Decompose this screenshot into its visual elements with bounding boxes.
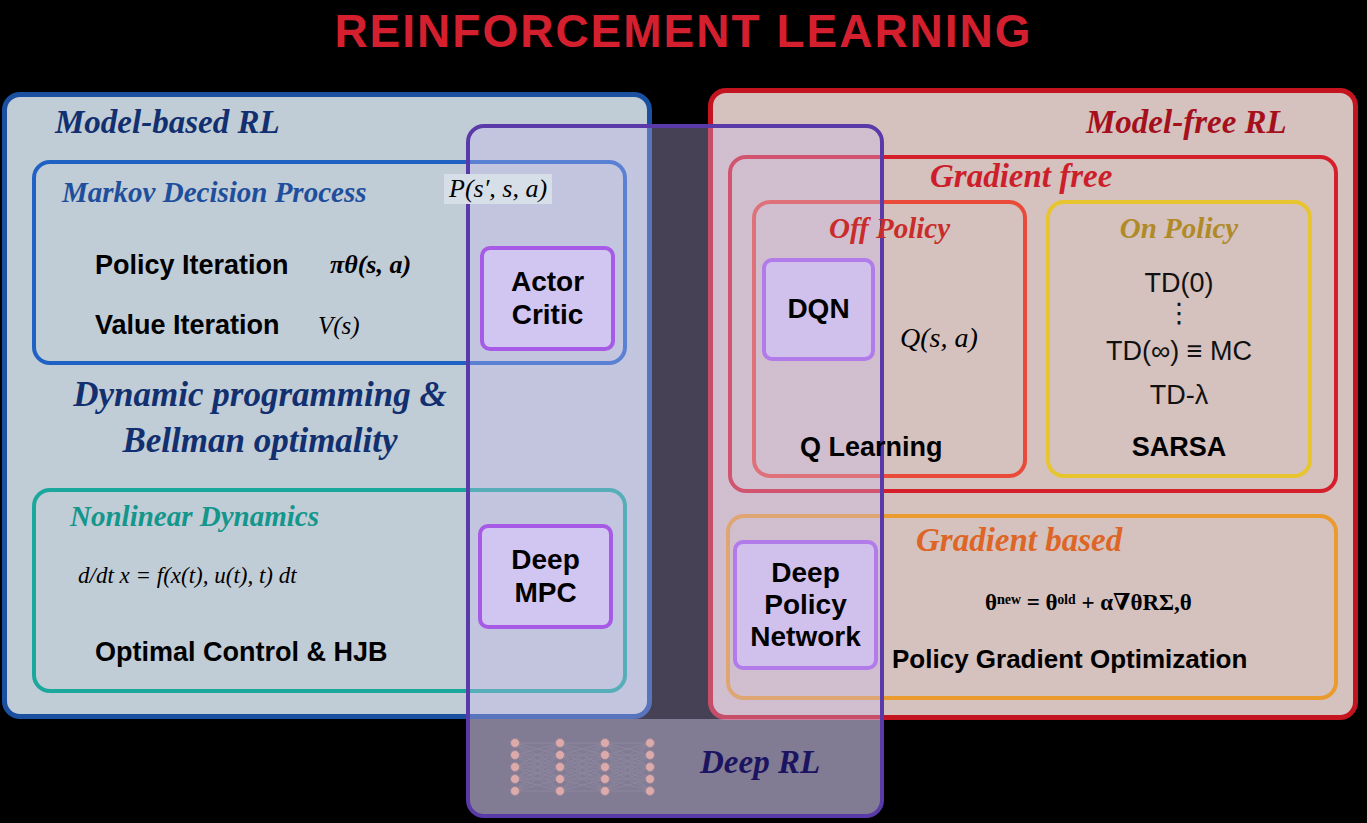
method-box: Actor Critic	[480, 246, 615, 351]
math-label: Q(s, a)	[900, 322, 978, 354]
math-label: V(s)	[318, 312, 360, 341]
math-label: P(s′, s, a)	[444, 174, 552, 204]
method-label: TD-λ	[1050, 380, 1308, 411]
method-label: Optimal Control & HJB	[95, 637, 388, 668]
region-subtitle: Dynamic programming & Bellman optimality	[55, 372, 465, 463]
region-title: Deep RL	[700, 744, 820, 782]
group-title: Gradient based	[916, 522, 1122, 560]
math-label: πθ(s, a)	[330, 250, 411, 280]
equation: θⁿᵉʷ = θᵒˡᵈ + α∇θRΣ,θ	[985, 590, 1192, 616]
method-label: TD(0)	[1050, 268, 1308, 299]
group-title: Gradient free	[930, 158, 1112, 196]
group-title: On Policy	[1050, 212, 1308, 245]
method-label: Policy Iteration	[95, 250, 289, 281]
equation: d/dt x = f(x(t), u(t), t) dt	[78, 563, 297, 589]
group-title: Nonlinear Dynamics	[70, 500, 319, 533]
group-box: On PolicyTD(0)⋮ TD(∞) ≡ MC TD-λSARSA	[1046, 200, 1312, 478]
diagram-title: REINFORCEMENT LEARNING	[0, 0, 1367, 57]
region-title: Model-based RL	[55, 104, 280, 142]
method-label: Deep Policy Network	[741, 557, 870, 654]
method-label: DQN	[787, 293, 849, 325]
method-label: SARSA	[1050, 432, 1308, 463]
method-label: Deep MPC	[486, 544, 605, 608]
group-title: Markov Decision Process	[62, 176, 366, 209]
group-title: Off Policy	[756, 212, 1023, 245]
method-label: TD(∞) ≡ MC	[1050, 336, 1308, 367]
method-label: Policy Gradient Optimization	[892, 645, 1247, 675]
ellipsis: ⋮	[1050, 298, 1308, 329]
method-label: Q Learning	[800, 432, 943, 463]
method-box: Deep MPC	[478, 524, 613, 629]
region-title: Model-free RL	[1086, 104, 1287, 142]
region-box: Deep RL Actor CriticDeep MPC	[466, 124, 884, 818]
method-box: Deep Policy Network	[733, 540, 878, 670]
method-label: Value Iteration	[95, 310, 280, 341]
method-label: Actor Critic	[488, 266, 607, 330]
